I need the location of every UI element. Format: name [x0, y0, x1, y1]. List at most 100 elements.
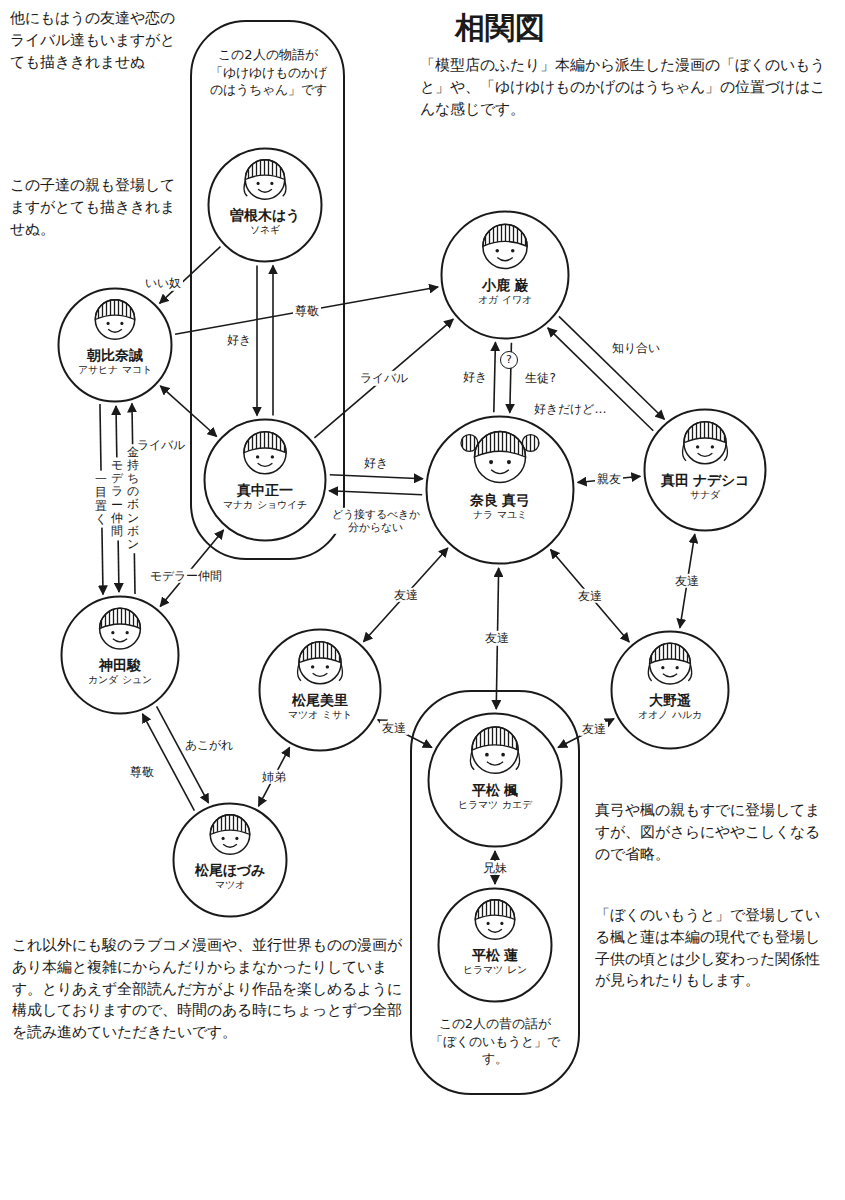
circle-border [209, 149, 322, 262]
relation-arrow [558, 719, 614, 748]
side-note: この子達の親も登場してますがとても描ききれませぬ。 [10, 175, 182, 240]
band-caption: この2人の昔の話が「ぼくのいもうと」です。 [430, 1015, 560, 1068]
relation-arrow [548, 328, 653, 431]
footer-note: これ以外にも駿のラブコメ漫画や、並行世界ものの漫画があり本編と複雑にからんだりか… [12, 935, 402, 1044]
relation-label: 好き [461, 370, 489, 384]
relation-label: 親友 [595, 472, 623, 486]
face-drawing [483, 224, 527, 268]
face-drawing [648, 643, 691, 684]
face-drawing [100, 608, 141, 649]
face-drawing [210, 815, 249, 854]
relation-label: 尊敬 [293, 303, 321, 317]
circle-border [429, 714, 562, 847]
story-band: この2人の物語が「ゆけゆけものかげのはうちゃん」です曽根木はうソネギ真中正一マナ… [190, 20, 345, 560]
relation-label: モデラー仲間 [148, 569, 224, 583]
relation-arrow [494, 342, 496, 412]
relation-label: 友達 [392, 588, 420, 602]
relation-arrow [100, 404, 103, 594]
relation-arrow [363, 548, 447, 642]
face-drawing [461, 432, 539, 483]
character-name: 平松 楓 [472, 782, 519, 799]
band-border [411, 691, 579, 1094]
circle-border [174, 804, 287, 917]
character-name: 小鹿 巌 [482, 277, 529, 294]
name-reading: ソネギ [250, 224, 280, 236]
face-drawing [244, 432, 286, 474]
relation-arrow [116, 406, 119, 592]
relation-arrow [256, 265, 258, 415]
relation-label: あこがれ [183, 737, 235, 751]
band-border [191, 21, 344, 559]
relation-arrow [160, 386, 216, 437]
band-caption: この2人の物語が「ゆけゆけものかげのはうちゃん」です [208, 46, 328, 99]
caption-text: 「模型店のふたり」本編から派生した漫画の「ぼくのいもうと」や、「ゆけゆけものかげ… [420, 55, 830, 120]
portrait-circle [427, 712, 563, 848]
name-reading: ヒラマツ レン [463, 964, 526, 976]
character-name: 真中正一 [237, 482, 293, 499]
name-reading: カンダ シュン [88, 674, 151, 686]
relation-arrow [314, 319, 453, 438]
chart-title: 相関図 [455, 8, 545, 49]
relation-arrow [142, 714, 194, 811]
relation-label: 友達 [580, 722, 608, 736]
name-reading: アサヒナ マコト [78, 364, 151, 376]
character-name: 神田駿 [99, 657, 141, 674]
relation-label: 友達 [483, 631, 511, 645]
relation-label: 友達 [673, 574, 701, 588]
character-name: 松尾ほづみ [195, 862, 265, 879]
portrait-circle [643, 408, 767, 532]
face-drawing [244, 160, 286, 199]
relation-label: ライバル [135, 438, 187, 452]
relation-label: 金持ちのボンボン [126, 444, 140, 554]
portrait-circle [425, 415, 575, 565]
circle-border [612, 632, 729, 749]
relation-label: 尊敬 [128, 765, 156, 779]
character-name: 真田 ナデシコ [661, 472, 750, 489]
circle-border [427, 417, 574, 564]
circle-border [62, 597, 179, 714]
portrait-circle [172, 802, 288, 918]
relation-arrow [132, 403, 135, 593]
circle-border [260, 630, 381, 751]
portrait-circle [258, 628, 382, 752]
portrait-circle [207, 147, 323, 263]
name-reading: サナダ [690, 489, 720, 501]
character-circle: 曽根木はうソネギ [207, 147, 323, 263]
side-note: 真弓や楓の親もすでに登場してますが、図がさらにややこしくなるので省略。 [595, 800, 833, 865]
portrait-circle [437, 887, 553, 1003]
name-reading: ヒラマツ カエデ [458, 799, 531, 811]
face-drawing [470, 727, 519, 773]
character-circle: 大野遥オオノ ハルカ [610, 630, 730, 750]
relation-label: 好きだけど… [532, 402, 608, 416]
relation-label: 友達 [576, 589, 604, 603]
relation-arrow [680, 534, 695, 628]
character-circle: 真中正一マナカ ショウイチ [203, 418, 327, 542]
name-reading: マツオ [215, 879, 245, 891]
character-circle: 松尾ほづみマツオ [172, 802, 288, 918]
name-reading: オガ イワオ [478, 294, 531, 306]
relation-arrow [378, 720, 432, 748]
relation-label: 一目置く [94, 471, 108, 528]
character-circle: 小鹿 巌オガ イワオ [440, 210, 570, 340]
name-reading: オオノ ハルカ [638, 709, 701, 721]
name-reading: マナカ ショウイチ [223, 499, 306, 511]
character-name: 奈良 真弓 [470, 492, 531, 509]
relation-arrow [160, 530, 223, 606]
character-name: 朝比奈誠 [87, 347, 143, 364]
character-name: 曽根木はう [230, 207, 300, 224]
face-drawing [475, 900, 514, 939]
character-circle: 平松 楓ヒラマツ カエデ [427, 712, 563, 848]
character-name: 平松 蓮 [472, 947, 519, 964]
circle-border [59, 289, 172, 402]
character-name: 大野遥 [649, 692, 691, 709]
portrait-circle [610, 630, 730, 750]
relation-arrow [272, 265, 274, 415]
face-drawing [683, 422, 728, 464]
character-circle: 真田 ナデシコサナダ [643, 408, 767, 532]
relation-arrow [494, 851, 496, 884]
character-circle: 奈良 真弓ナラ マユミ [425, 415, 575, 565]
relation-label: 友達 [380, 721, 408, 735]
relation-label: 好き [225, 333, 253, 347]
relation-arrow [559, 316, 664, 419]
